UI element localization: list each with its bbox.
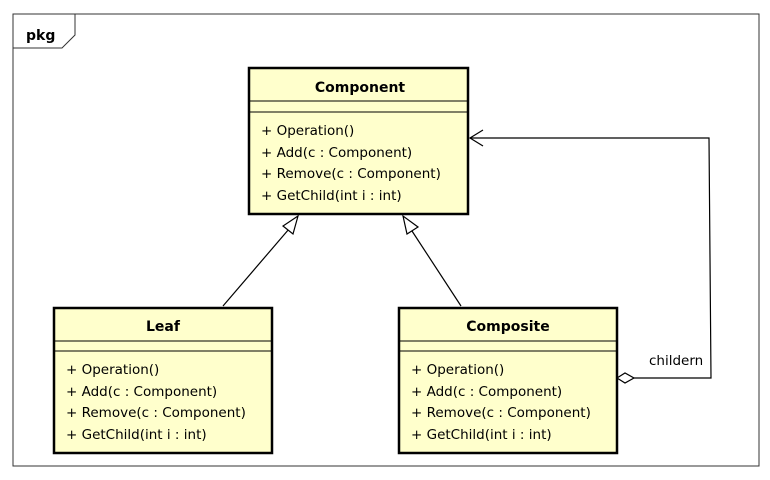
generalization-composite[interactable] bbox=[402, 214, 462, 307]
aggregation-diamond-icon bbox=[615, 372, 636, 384]
class-leaf-op-3: + Remove(c : Component) bbox=[66, 405, 246, 421]
class-composite-op-2: + Add(c : Component) bbox=[411, 384, 562, 400]
package-tab bbox=[13, 14, 76, 49]
class-leaf-op-2: + Add(c : Component) bbox=[66, 384, 217, 400]
class-component-op-3: + Remove(c : Component) bbox=[261, 166, 441, 182]
generalization-composite-arrowhead bbox=[402, 214, 420, 235]
aggregation-children[interactable]: childern bbox=[468, 129, 712, 384]
class-component-name: Component bbox=[315, 80, 406, 96]
class-leaf[interactable]: Leaf + Operation() + Add(c : Component) … bbox=[52, 306, 274, 455]
package-label: pkg bbox=[26, 28, 55, 44]
aggregation-label: childern bbox=[649, 353, 703, 369]
open-arrowhead-icon bbox=[468, 129, 484, 147]
class-component-box bbox=[247, 66, 470, 216]
generalization-leaf-arrowhead bbox=[281, 214, 300, 236]
package-frame bbox=[12, 13, 760, 467]
class-composite-op-3: + Remove(c : Component) bbox=[411, 405, 591, 421]
class-composite-box bbox=[397, 306, 619, 455]
generalization-leaf[interactable] bbox=[222, 214, 300, 307]
aggregation-children-line bbox=[470, 137, 712, 379]
class-component-op-2: + Add(c : Component) bbox=[261, 145, 412, 161]
generalization-leaf-line bbox=[222, 228, 290, 307]
class-leaf-op-4: + GetChild(int i : int) bbox=[66, 427, 207, 443]
class-composite-op-4: + GetChild(int i : int) bbox=[411, 427, 552, 443]
class-component-op-4: + GetChild(int i : int) bbox=[261, 188, 402, 204]
class-composite[interactable]: Composite + Operation() + Add(c : Compon… bbox=[397, 306, 619, 455]
class-leaf-name: Leaf bbox=[146, 319, 181, 335]
class-component-op-1: + Operation() bbox=[261, 123, 354, 139]
class-composite-name: Composite bbox=[466, 319, 549, 335]
class-leaf-box bbox=[52, 306, 274, 455]
generalization-composite-line bbox=[411, 230, 462, 307]
class-component[interactable]: Component + Operation() + Add(c : Compon… bbox=[247, 66, 470, 216]
class-composite-op-1: + Operation() bbox=[411, 362, 504, 378]
class-leaf-op-1: + Operation() bbox=[66, 362, 159, 378]
